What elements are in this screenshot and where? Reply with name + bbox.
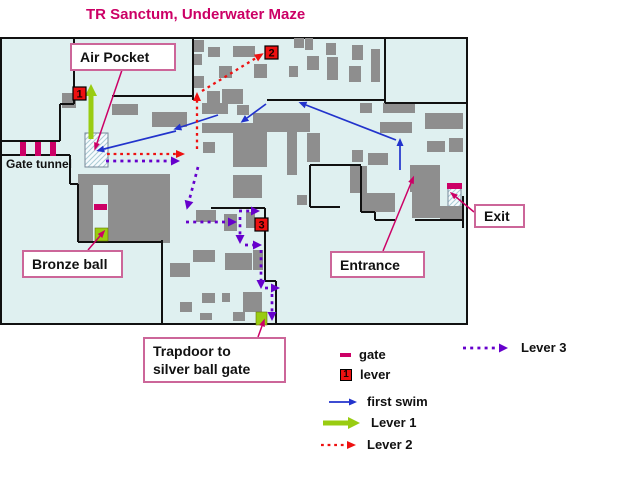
legend-item-lever3: Lever 3: [461, 340, 567, 355]
trapdoor-label-line1: Trapdoor to: [153, 343, 231, 359]
legend-item-gate: gate: [340, 347, 386, 362]
lever-marker-2: 2: [264, 45, 279, 60]
legend-lever2-text: Lever 2: [367, 437, 413, 452]
lever-markers: 1 2 3: [72, 45, 279, 232]
lever2-arrow-icon: [319, 439, 359, 451]
exit-label-text: Exit: [484, 208, 510, 224]
bronze-ball-label-text: Bronze ball: [32, 256, 108, 272]
svg-text:2: 2: [268, 48, 274, 60]
air-pocket-label: Air Pocket: [70, 43, 176, 71]
gate-tunnel-label: Gate tunnel: [6, 157, 73, 171]
maze-walls: [0, 38, 467, 324]
lever-icon: 1: [340, 368, 352, 381]
legend-item-lever2: Lever 2: [319, 437, 413, 452]
lever-marker-3: 3: [254, 217, 269, 232]
route-lever2: [107, 53, 264, 158]
maze-blocks: [62, 38, 463, 321]
legend-first-swim-text: first swim: [367, 394, 428, 409]
entrance-label: Entrance: [330, 251, 425, 278]
lever-marker-1: 1: [72, 86, 87, 101]
legend-item-first-swim: first swim: [327, 394, 428, 409]
gate-markers: [20, 142, 462, 210]
trapdoor-label-line2: silver ball gate: [153, 361, 251, 377]
lever-icon-number: 1: [340, 368, 352, 381]
callout-lines: [87, 69, 475, 338]
route-lever3: [106, 156, 280, 321]
legend-item-lever: 1 lever: [340, 367, 390, 382]
bronze-ball-label: Bronze ball: [22, 250, 123, 278]
route-lever1: [85, 84, 97, 139]
exit-label: Exit: [474, 204, 525, 228]
trapdoor-label: Trapdoor to silver ball gate: [143, 337, 286, 383]
entrance-label-text: Entrance: [340, 256, 400, 273]
lever1-arrow-icon: [321, 416, 363, 430]
page-title: TR Sanctum, Underwater Maze: [86, 6, 306, 23]
air-pocket-label-text: Air Pocket: [80, 49, 150, 65]
gate-icon: [340, 352, 351, 357]
legend-item-lever1: Lever 1: [321, 415, 417, 430]
svg-text:1: 1: [76, 89, 82, 101]
lever3-arrow-icon: [461, 342, 513, 354]
legend-lever3-text: Lever 3: [521, 340, 567, 355]
route-first-swim: [96, 101, 404, 170]
legend-lever1-text: Lever 1: [371, 415, 417, 430]
svg-text:3: 3: [258, 220, 264, 232]
first-swim-arrow-icon: [327, 396, 359, 408]
legend-gate-text: gate: [359, 347, 386, 362]
legend-lever-text: lever: [360, 367, 391, 382]
